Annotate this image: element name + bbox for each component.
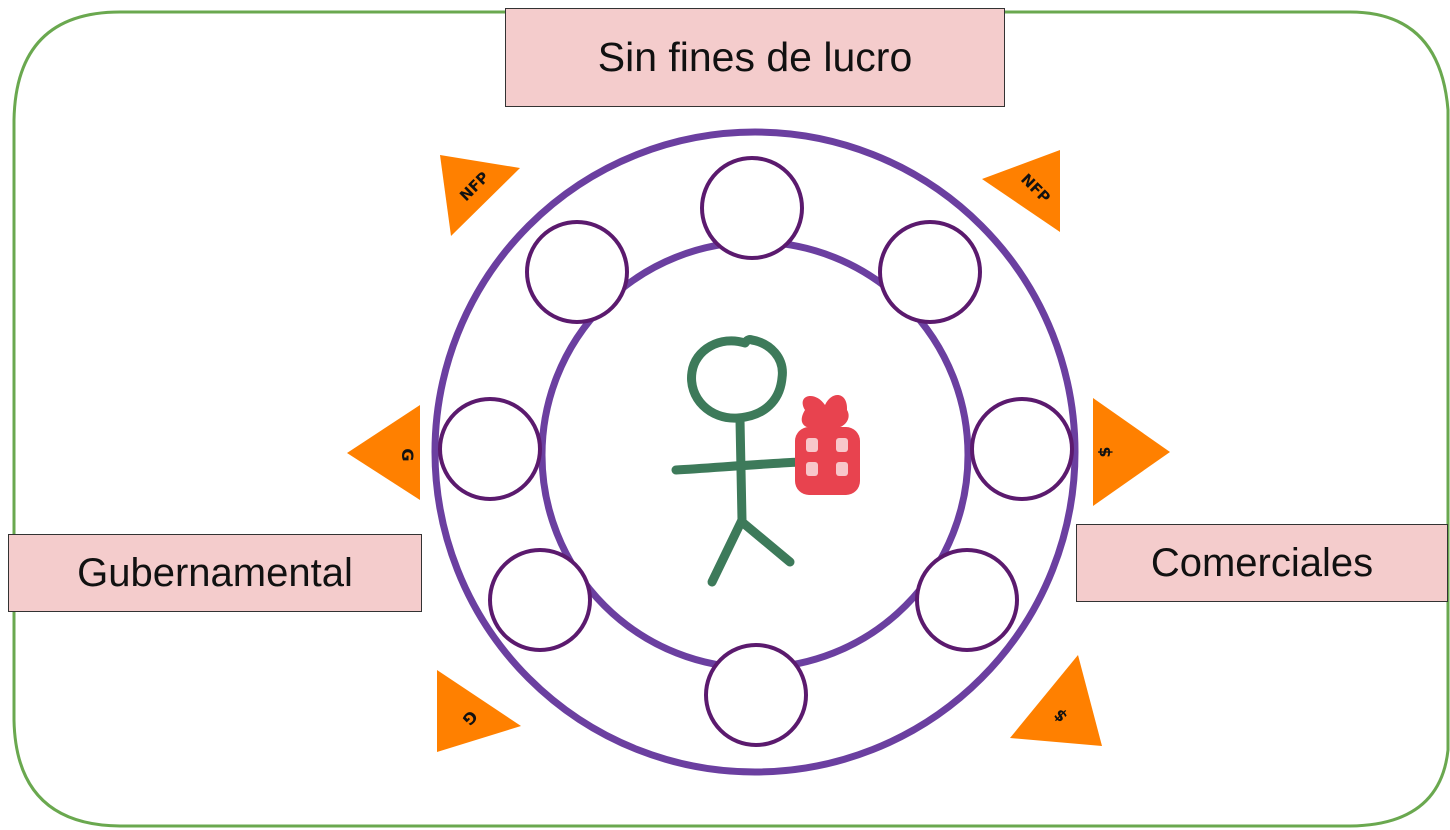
ring-node-bottom-left: [488, 548, 592, 652]
figure-leg-right: [737, 517, 795, 567]
ring-node-bottom-right: [915, 548, 1019, 652]
ring-node-top-left: [525, 220, 629, 324]
label-commercial: Comerciales: [1076, 524, 1448, 602]
gift-bow: [801, 394, 849, 428]
marker-nfp-top-right: NFP: [982, 150, 1060, 232]
ring-node-left: [438, 397, 542, 501]
ring-nodes: [438, 156, 1074, 747]
gift-box: [795, 427, 860, 495]
stick-figure: [671, 335, 805, 587]
marker-g-left-text: G: [398, 448, 417, 461]
marker-dollar-right: $: [1093, 398, 1170, 506]
marker-dollar-bottom-right: $: [1010, 655, 1102, 746]
ring-node-top: [700, 156, 804, 260]
marker-dollar-right-text: $: [1095, 446, 1114, 457]
ring-node-top-right: [878, 220, 982, 324]
label-nonprofit: Sin fines de lucro: [505, 8, 1005, 107]
outer-ring: [431, 128, 1079, 776]
marker-nfp-top-left: NFP: [440, 155, 520, 236]
ring-node-bottom: [704, 643, 808, 747]
outer-frame: [12, 10, 1450, 828]
marker-g-left: G: [347, 405, 420, 500]
figure-head: [687, 335, 787, 423]
figure-arm: [671, 457, 805, 475]
marker-g-bottom-left: G: [437, 670, 521, 752]
figure-leg-left: [707, 515, 747, 587]
gift-icon: [795, 394, 860, 495]
ring-node-right: [970, 397, 1074, 501]
label-governmental: Gubernamental: [8, 534, 422, 612]
